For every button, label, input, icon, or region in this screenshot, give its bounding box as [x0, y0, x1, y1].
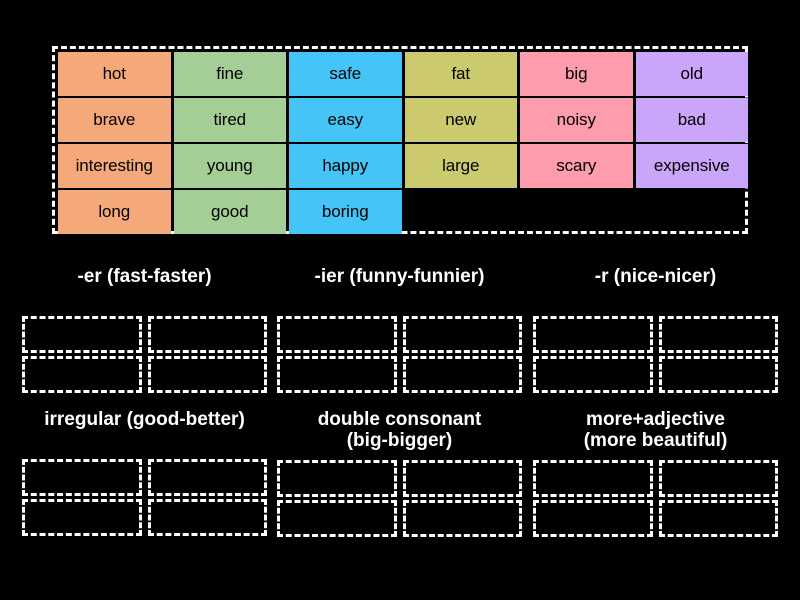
- category-group-double-consonant: double consonant (big-bigger): [277, 409, 522, 537]
- drop-zone[interactable]: [533, 356, 653, 394]
- word-tile-empty: [405, 190, 518, 234]
- drop-zone[interactable]: [658, 459, 778, 497]
- word-tile[interactable]: happy: [289, 144, 402, 188]
- word-tile[interactable]: easy: [289, 98, 402, 142]
- category-title: -r (nice-nicer): [594, 266, 717, 287]
- drop-zone-grid: [533, 316, 778, 394]
- drop-zone[interactable]: [22, 459, 142, 497]
- drop-zone-grid: [533, 459, 778, 537]
- word-tile-empty: [636, 190, 749, 234]
- drop-zone[interactable]: [658, 356, 778, 394]
- drop-zone[interactable]: [402, 316, 522, 354]
- word-tile[interactable]: boring: [289, 190, 402, 234]
- word-tile[interactable]: scary: [520, 144, 633, 188]
- drop-zone[interactable]: [147, 316, 267, 354]
- drop-zone[interactable]: [277, 499, 397, 537]
- drop-zone-grid: [22, 459, 267, 537]
- drop-zone[interactable]: [22, 356, 142, 394]
- drop-zone[interactable]: [402, 356, 522, 394]
- drop-zone-grid: [277, 316, 522, 394]
- drop-zone-grid: [277, 459, 522, 537]
- category-title: -ier (funny-funnier): [314, 266, 485, 287]
- drop-zone[interactable]: [533, 459, 653, 497]
- word-bank-grid: hot fine safe fat big old brave tired ea…: [58, 52, 748, 234]
- word-tile[interactable]: interesting: [58, 144, 171, 188]
- word-tile[interactable]: safe: [289, 52, 402, 96]
- word-tile[interactable]: expensive: [635, 144, 748, 188]
- word-tile[interactable]: large: [404, 144, 517, 188]
- category-title: more+adjective (more beautiful): [583, 409, 728, 452]
- category-group-more-adjective: more+adjective (more beautiful): [533, 409, 778, 537]
- word-tile[interactable]: noisy: [520, 98, 633, 142]
- word-tile[interactable]: fat: [404, 52, 517, 96]
- drop-zone[interactable]: [658, 316, 778, 354]
- drop-zone[interactable]: [22, 499, 142, 537]
- word-tile[interactable]: long: [58, 190, 171, 234]
- word-tile[interactable]: brave: [58, 98, 171, 142]
- category-group-r: -r (nice-nicer): [533, 266, 778, 394]
- word-tile[interactable]: fine: [173, 52, 286, 96]
- drop-zone[interactable]: [147, 459, 267, 497]
- drop-zone[interactable]: [147, 356, 267, 394]
- drop-zone-grid: [22, 316, 267, 394]
- word-tile[interactable]: hot: [58, 52, 171, 96]
- word-tile[interactable]: tired: [173, 98, 286, 142]
- word-tile[interactable]: bad: [635, 98, 748, 142]
- word-tile[interactable]: young: [173, 144, 286, 188]
- category-title: -er (fast-faster): [77, 266, 212, 287]
- drop-zone[interactable]: [277, 356, 397, 394]
- category-group-irregular: irregular (good-better): [22, 409, 267, 537]
- drop-zone[interactable]: [402, 499, 522, 537]
- category-title: irregular (good-better): [44, 409, 245, 430]
- drop-zone[interactable]: [277, 316, 397, 354]
- drop-zone[interactable]: [402, 459, 522, 497]
- drop-zone[interactable]: [147, 499, 267, 537]
- drop-zone[interactable]: [658, 499, 778, 537]
- drop-zone[interactable]: [22, 316, 142, 354]
- drop-zone[interactable]: [277, 459, 397, 497]
- word-tile[interactable]: new: [404, 98, 517, 142]
- word-bank-container: hot fine safe fat big old brave tired ea…: [52, 46, 748, 234]
- drop-zone[interactable]: [533, 499, 653, 537]
- category-group-er: -er (fast-faster): [22, 266, 267, 394]
- word-tile[interactable]: good: [173, 190, 286, 234]
- category-title: double consonant (big-bigger): [317, 409, 482, 452]
- word-tile[interactable]: old: [635, 52, 748, 96]
- drop-zone[interactable]: [533, 316, 653, 354]
- word-tile-empty: [520, 190, 633, 234]
- word-tile[interactable]: big: [520, 52, 633, 96]
- category-group-ier: -ier (funny-funnier): [277, 266, 522, 394]
